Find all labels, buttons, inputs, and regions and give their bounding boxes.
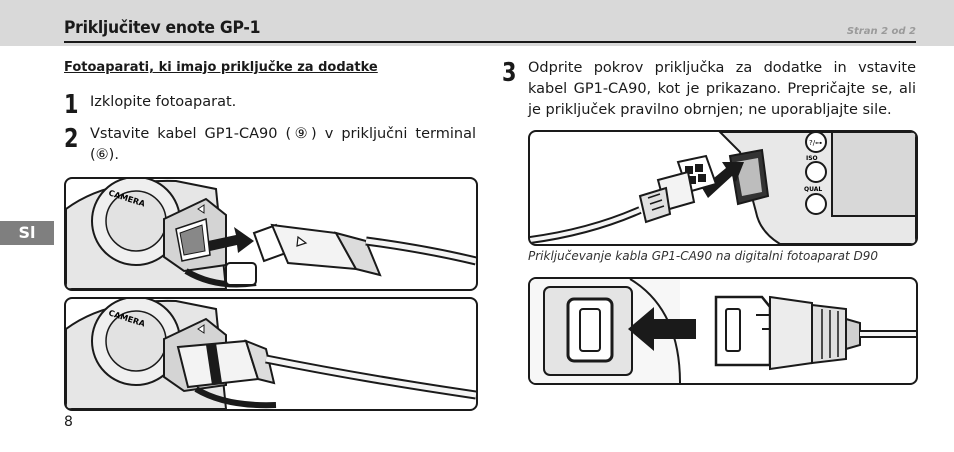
figure-caption: Priključevanje kabla GP1-CA90 na digital… — [528, 249, 878, 263]
step-3-number: 3 — [502, 58, 517, 88]
language-tab: Sl — [0, 221, 54, 245]
page-title: Priključitev enote GP-1 — [64, 18, 261, 38]
page-number: 8 — [64, 414, 73, 430]
step-2-number: 2 — [64, 124, 79, 154]
page-indicator: Stran 2 od 2 — [846, 26, 916, 37]
d90-button-label-3: QUAL — [804, 186, 822, 193]
d90-button-label-1: ?/⊶ — [809, 139, 822, 147]
figure-port-closeup — [528, 277, 918, 385]
step-2-text: Vstavite kabel GP1-CA90 (⑨) v priključni… — [90, 126, 476, 163]
section-heading: Fotoaparati, ki imajo priključke za doda… — [64, 60, 378, 75]
step-3-text: Odprite pokrov priključka za dodatke in … — [528, 60, 916, 118]
d90-button-label-2: ISO — [806, 155, 818, 162]
page-header — [0, 0, 954, 46]
figure-d90-connection: ?/⊶ ISO QUAL — [528, 130, 918, 246]
figure-cable-connected: CAMERA — [64, 297, 478, 411]
figure-cable-insert: CAMERA — [64, 177, 478, 291]
step-1-text: Izklopite fotoaparat. — [90, 94, 237, 110]
header-rule — [64, 41, 916, 43]
step-1-number: 1 — [64, 90, 79, 120]
